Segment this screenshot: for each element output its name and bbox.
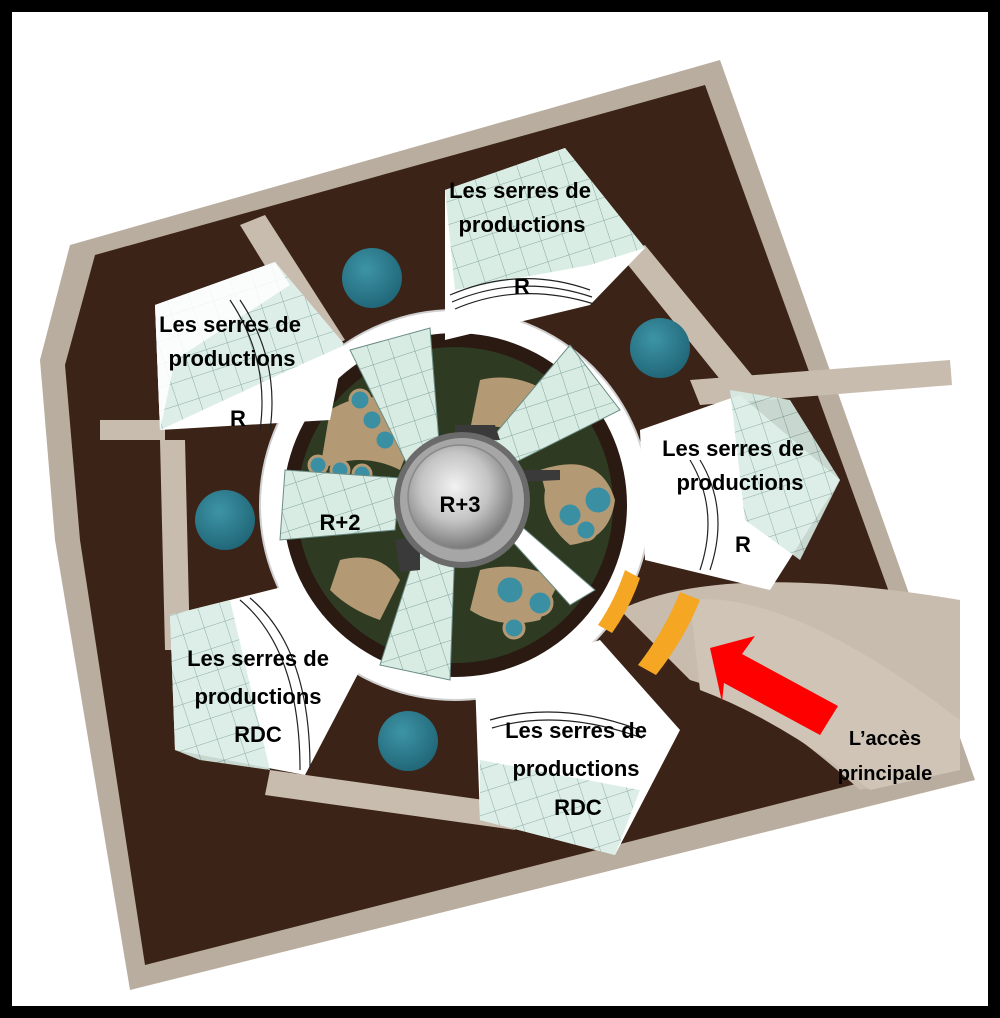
svg-text:R: R: [735, 532, 751, 557]
label-access: L’accès principale: [838, 728, 932, 785]
label-wing-top: Les serres de productions R: [449, 178, 591, 299]
access-ramp: [598, 570, 700, 675]
wing-left-top: [155, 262, 345, 431]
site-paths: [100, 215, 960, 830]
svg-text:R: R: [514, 274, 530, 299]
wing-bottom: [475, 640, 680, 855]
svg-text:productions: productions: [168, 346, 295, 371]
svg-text:RDC: RDC: [554, 795, 602, 820]
courtyard-pools: [307, 388, 614, 640]
inner-spokes: [279, 327, 621, 681]
svg-text:productions: productions: [194, 684, 321, 709]
svg-text:productions: productions: [458, 212, 585, 237]
dome-icon: [394, 432, 530, 568]
svg-text:Les serres de: Les serres de: [159, 312, 301, 337]
svg-text:R: R: [230, 406, 246, 431]
svg-text:productions: productions: [676, 470, 803, 495]
label-ring-west: R+2: [320, 510, 361, 535]
svg-text:productions: productions: [512, 756, 639, 781]
svg-text:Les serres de: Les serres de: [662, 436, 804, 461]
svg-text:RDC: RDC: [234, 722, 282, 747]
label-wing-bottom: Les serres de productions RDC: [505, 718, 647, 820]
svg-text:Les serres de: Les serres de: [187, 646, 329, 671]
wing-left-bottom: [170, 585, 360, 775]
wing-top: [445, 148, 645, 340]
svg-text:Les serres de: Les serres de: [449, 178, 591, 203]
label-center: R+3: [440, 492, 481, 517]
svg-text:L’accès: L’accès: [849, 728, 921, 750]
label-wing-right: Les serres de productions R: [662, 436, 804, 557]
label-wing-left-top: Les serres de productions R: [159, 312, 301, 431]
pond-icon: [195, 248, 690, 771]
svg-text:Les serres de: Les serres de: [505, 718, 647, 743]
svg-text:principale: principale: [838, 763, 932, 785]
wing-right: [640, 390, 840, 590]
label-wing-left-bottom: Les serres de productions RDC: [187, 646, 329, 747]
arrow-icon: [710, 636, 838, 735]
